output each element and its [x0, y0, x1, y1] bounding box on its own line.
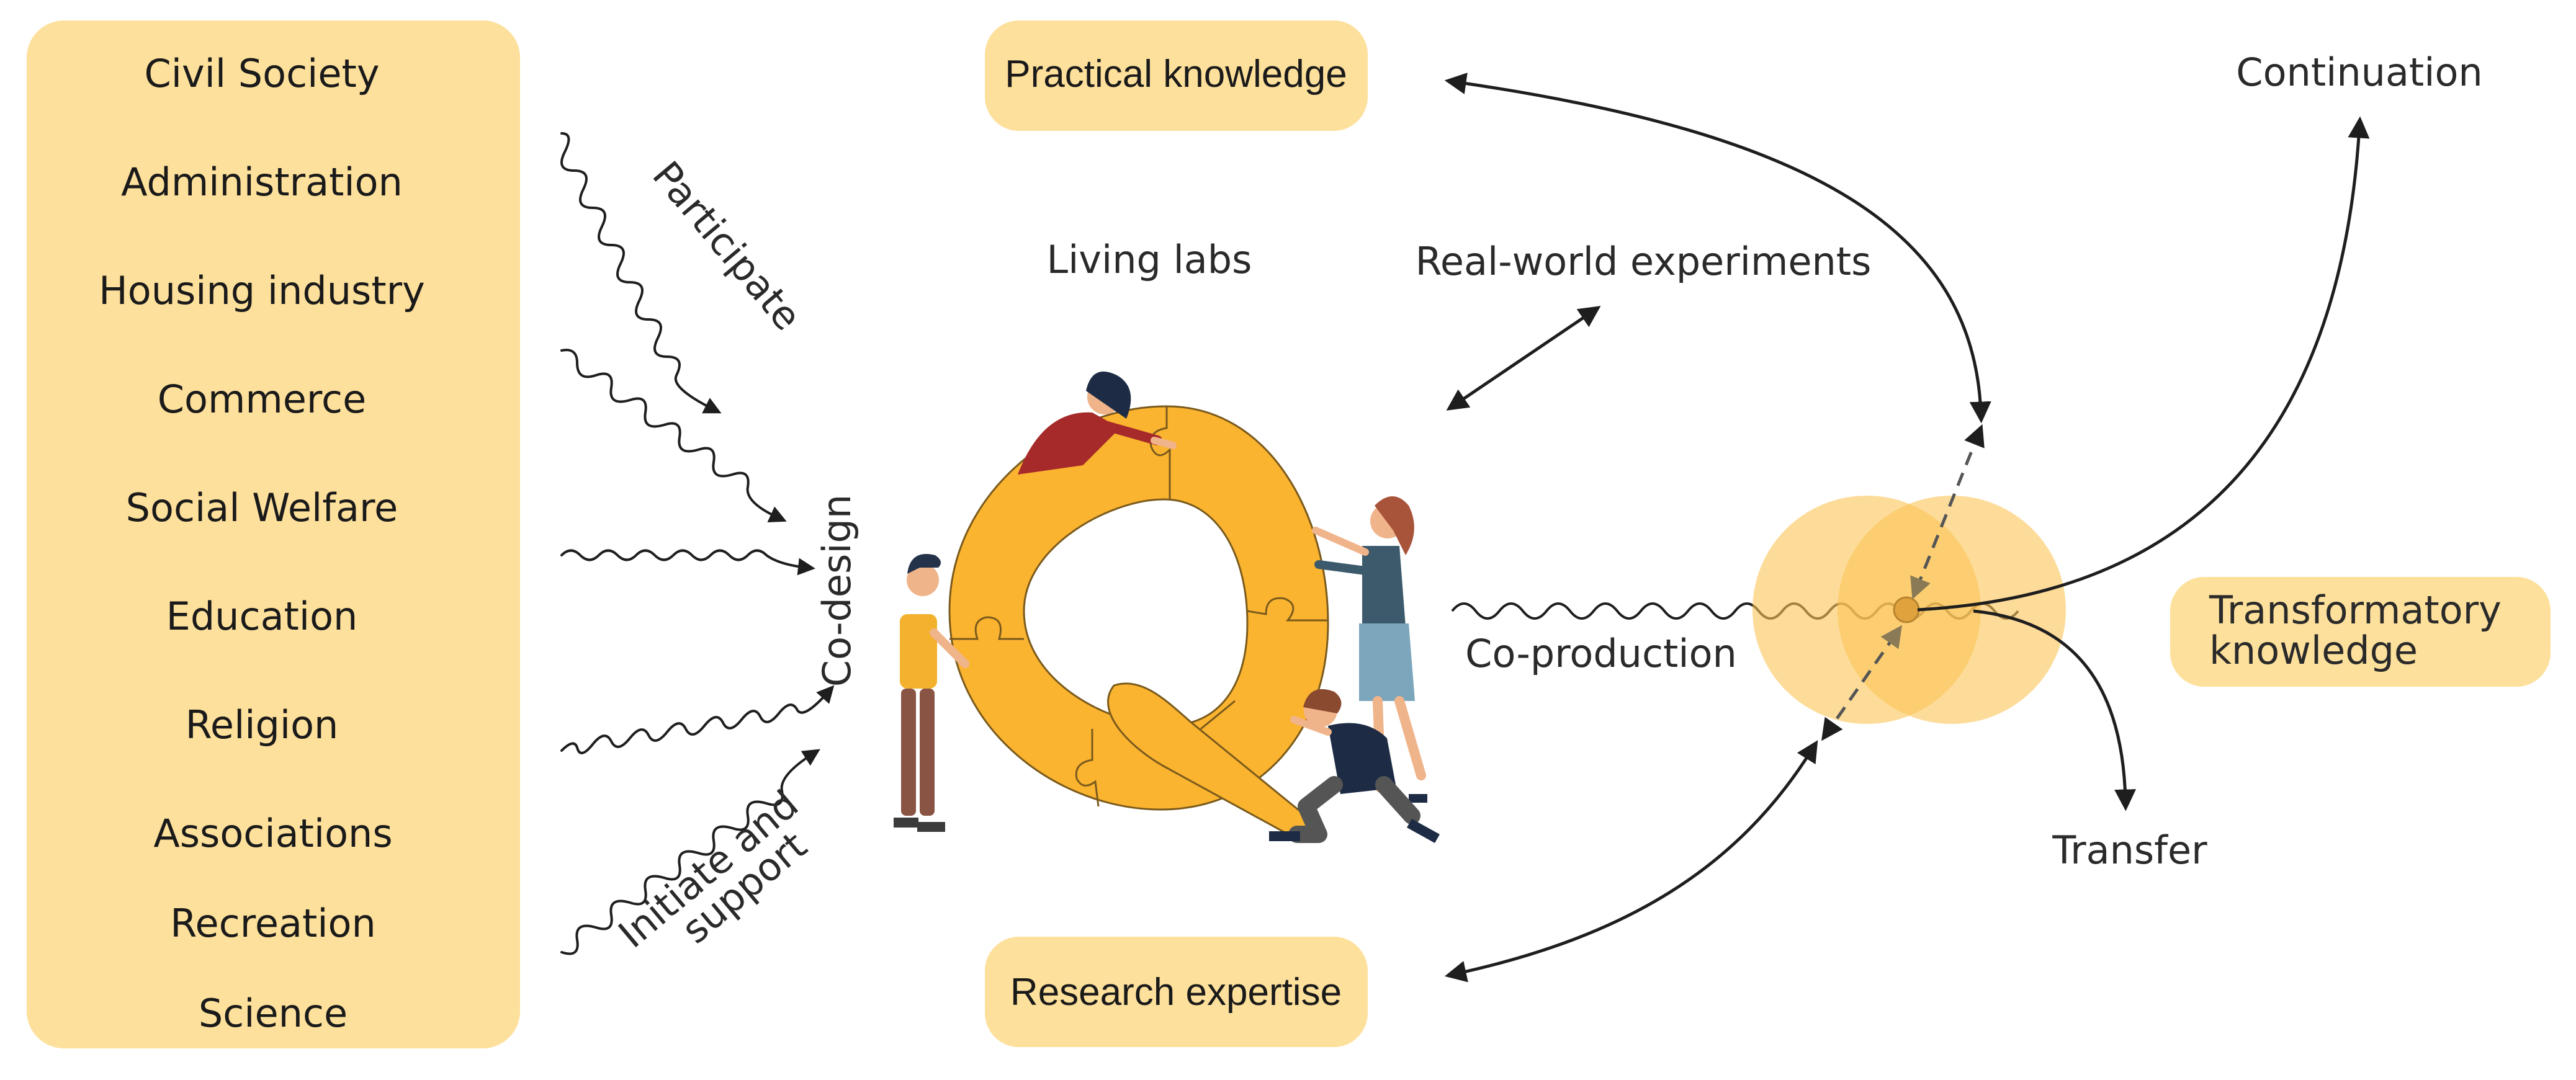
wavy-arrow-5	[560, 749, 820, 955]
stakeholder-social-welfare: Social Welfare	[126, 485, 398, 530]
co-design-label: Co-design	[814, 494, 859, 687]
stakeholder-recreation: Recreation	[170, 901, 376, 946]
stakeholder-commerce: Commerce	[158, 377, 367, 422]
stakeholder-panel: Civil Society Administration Housing ind…	[27, 20, 520, 1048]
stakeholder-panel-background	[27, 20, 520, 1048]
practical-knowledge-label: Practical knowledge	[1005, 53, 1347, 96]
person-kneeling	[1269, 689, 1440, 843]
real-world-double-arrow	[1446, 306, 1601, 411]
practical-knowledge-arrow	[1444, 73, 1991, 424]
stakeholder-housing-industry: Housing industry	[99, 268, 425, 313]
person-top	[1018, 371, 1177, 475]
transfer-label: Transfer	[2052, 828, 2207, 873]
person-left	[894, 554, 969, 832]
wavy-arrow-2	[560, 349, 787, 522]
stakeholder-science: Science	[199, 991, 348, 1036]
co-production-label: Co-production	[1465, 631, 1737, 676]
dashed-arrow-up	[1910, 424, 1985, 600]
dashed-arrow-down	[1821, 625, 1902, 741]
transformatory-knowledge-box: Transformatory knowledge	[2170, 577, 2551, 687]
stakeholder-associations: Associations	[153, 811, 392, 856]
research-expertise-arrow	[1444, 740, 1818, 983]
knowledge-venn	[1752, 496, 2066, 724]
transformatory-knowledge-line1: Transformatory	[2209, 587, 2502, 633]
real-world-experiments-label: Real-world experiments	[1416, 239, 1872, 284]
participate-label: Participate	[644, 153, 810, 339]
puzzle-seams	[949, 406, 1328, 807]
q-puzzle-with-people-icon	[894, 371, 1440, 843]
stakeholder-civil-society: Civil Society	[144, 51, 379, 96]
initiate-and-support-label: Initiate and support	[610, 781, 815, 957]
venn-circle-right	[1838, 496, 2066, 724]
research-expertise-label: Research expertise	[1010, 971, 1342, 1014]
continuation-label: Continuation	[2236, 50, 2482, 95]
living-labs-label: Living labs	[1047, 237, 1252, 282]
stakeholder-administration: Administration	[121, 159, 403, 205]
continuation-arrow	[1917, 116, 2370, 612]
wavy-arrow-3	[560, 549, 815, 576]
research-expertise-box: Research expertise	[985, 937, 1368, 1047]
transformatory-knowledge-line2: knowledge	[2209, 628, 2418, 673]
stakeholder-education: Education	[166, 594, 358, 639]
transfer-arrow	[1973, 609, 2137, 811]
person-right	[1312, 496, 1427, 803]
wavy-arrow-1	[560, 132, 722, 414]
stakeholder-religion: Religion	[186, 702, 339, 748]
practical-knowledge-box: Practical knowledge	[985, 20, 1368, 131]
wavy-arrow-4	[560, 685, 835, 754]
venn-center-dot	[1893, 596, 1920, 623]
participation-arrows	[560, 132, 835, 955]
